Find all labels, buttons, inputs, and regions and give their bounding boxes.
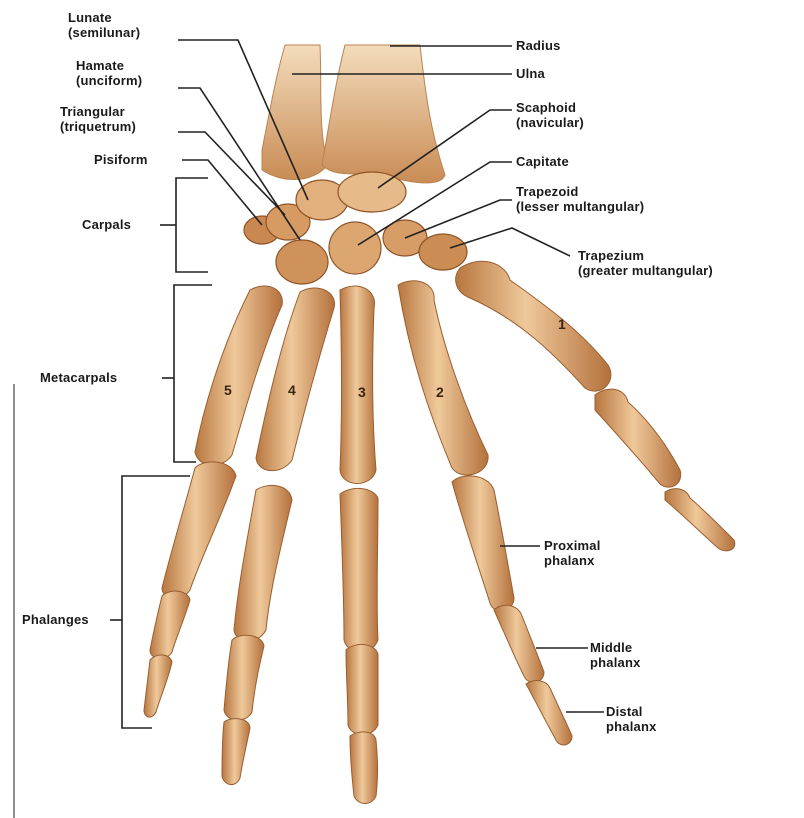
middle-phalanx-4	[224, 635, 264, 720]
forearm-bones	[262, 45, 445, 183]
digit-number-4: 4	[288, 382, 296, 398]
label-proximal-name: Proximal	[544, 538, 601, 553]
label-scaphoid-name: Scaphoid	[516, 100, 584, 115]
metacarpal-bones	[195, 261, 611, 483]
label-middle-phalanx: Middle phalanx	[590, 640, 641, 670]
middle-phalanx-5	[150, 591, 190, 659]
label-triangular-alt: (triquetrum)	[60, 119, 136, 134]
label-distal-name: Distal	[606, 704, 657, 719]
label-middle-alt: phalanx	[590, 655, 641, 670]
label-scaphoid-alt: (navicular)	[516, 115, 584, 130]
trapezium-bone	[419, 234, 467, 270]
distal-phalanx-5	[144, 655, 172, 717]
label-lunate-name: Lunate	[68, 10, 140, 25]
label-trapezium: Trapezium (greater multangular)	[578, 248, 713, 278]
label-trapezium-alt: (greater multangular)	[578, 263, 713, 278]
proximal-phalanx-5	[162, 462, 236, 598]
label-radius: Radius	[516, 38, 561, 53]
label-pisiform: Pisiform	[94, 152, 148, 167]
ulna-bone	[262, 45, 328, 180]
label-distal-phalanx: Distal phalanx	[606, 704, 657, 734]
label-triangular-name: Triangular	[60, 104, 136, 119]
distal-phalanx-2	[526, 681, 572, 745]
label-hamate-alt: (unciform)	[76, 73, 142, 88]
proximal-phalanx-2	[452, 476, 514, 611]
carpal-bones	[244, 172, 467, 284]
digit-number-5: 5	[224, 382, 232, 398]
digit-number-2: 2	[436, 384, 444, 400]
metacarpal-1	[456, 261, 611, 391]
middle-phalanx-2	[494, 605, 544, 682]
proximal-phalanx-1	[595, 389, 681, 487]
metacarpal-2	[398, 281, 488, 475]
label-ulna: Ulna	[516, 66, 545, 81]
proximal-phalanx-3	[340, 488, 378, 652]
label-hamate-name: Hamate	[76, 58, 142, 73]
label-phalanges: Phalanges	[22, 612, 89, 627]
label-middle-name: Middle	[590, 640, 641, 655]
distal-phalanx-3	[350, 732, 378, 804]
label-carpals: Carpals	[82, 217, 131, 232]
radius-bone	[322, 45, 445, 183]
label-trapezoid-alt: (lesser multangular)	[516, 199, 644, 214]
proximal-phalanx-4	[234, 485, 292, 640]
label-capitate: Capitate	[516, 154, 569, 169]
middle-phalanx-3	[346, 644, 378, 734]
label-scaphoid: Scaphoid (navicular)	[516, 100, 584, 130]
label-proximal-phalanx: Proximal phalanx	[544, 538, 601, 568]
label-trapezium-name: Trapezium	[578, 248, 713, 263]
digit-number-1: 1	[558, 316, 566, 332]
hamate-bone	[276, 240, 328, 284]
capitate-bone	[329, 222, 381, 274]
label-metacarpals: Metacarpals	[40, 370, 117, 385]
label-proximal-alt: phalanx	[544, 553, 601, 568]
distal-phalanx-1	[665, 489, 735, 551]
label-triangular: Triangular (triquetrum)	[60, 104, 136, 134]
label-distal-alt: phalanx	[606, 719, 657, 734]
scaphoid-bone	[338, 172, 406, 212]
label-trapezoid: Trapezoid (lesser multangular)	[516, 184, 644, 214]
distal-phalanx-4	[222, 719, 250, 785]
label-lunate-alt: (semilunar)	[68, 25, 140, 40]
label-trapezoid-name: Trapezoid	[516, 184, 644, 199]
label-lunate: Lunate (semilunar)	[68, 10, 140, 40]
digit-number-3: 3	[358, 384, 366, 400]
label-hamate: Hamate (unciform)	[76, 58, 142, 88]
